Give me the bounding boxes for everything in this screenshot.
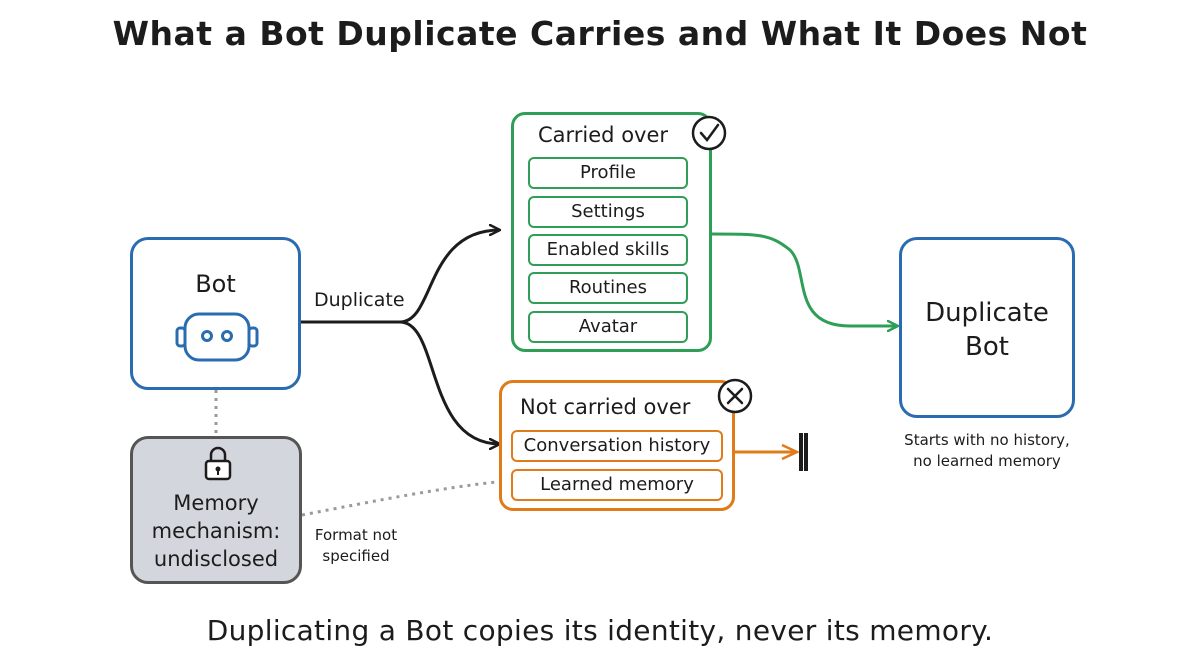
edge-carried-to-duplicate [710,232,898,326]
blocked-arrowhead [781,443,800,461]
not-carried-over-panel: Not carried over Conversation history Le… [499,378,753,511]
format-note-line-2: specified [322,547,390,565]
carried-over-heading: Carried over [538,123,669,147]
carried-over-panel: Carried over Profile Settings Enabled sk… [511,112,727,352]
duplicate-bot-line-2: Bot [965,332,1009,362]
block-bar-icon [799,433,808,471]
bot-node: Bot [130,237,301,390]
not-carried-item-learned-memory: Learned memory [511,469,723,501]
not-carried-over-heading: Not carried over [520,395,691,419]
duplicate-edge-label: Duplicate [314,289,405,311]
bot-label: Bot [195,270,236,298]
carried-item-routines: Routines [528,272,688,304]
x-circle-icon [717,378,753,414]
robot-face-icon [175,312,259,362]
memory-line-3: undisclosed [153,547,279,571]
duplicate-note-line-1: Starts with no history, [904,431,1070,449]
memory-mechanism-node: Memory mechanism: undisclosed [130,436,302,584]
check-circle-icon [691,115,727,151]
edge-to-carried [399,230,500,324]
format-note-line-1: Format not [314,526,398,544]
format-note: Format not specified [306,525,406,567]
diagram-caption: Duplicating a Bot copies its identity, n… [206,614,994,647]
duplicate-bot-line-1: Duplicate [925,298,1049,328]
diagram-title: What a Bot Duplicate Carries and What It… [112,14,1088,53]
memory-line-1: Memory [173,491,259,515]
duplicate-bot-node: Duplicate Bot [899,237,1075,418]
carried-item-settings: Settings [528,196,688,228]
carried-item-avatar: Avatar [528,311,688,343]
not-carried-item-conversation-history: Conversation history [511,430,723,462]
carried-item-profile: Profile [528,157,688,189]
edge-memory-format-dotted [301,480,498,517]
duplicate-note-line-2: no learned memory [913,452,1061,470]
carried-item-enabled-skills: Enabled skills [528,234,688,266]
duplicate-note: Starts with no history, no learned memor… [880,430,1094,472]
padlock-icon [204,446,232,481]
memory-line-2: mechanism: [151,519,281,543]
edge-to-not-carried [399,320,500,444]
